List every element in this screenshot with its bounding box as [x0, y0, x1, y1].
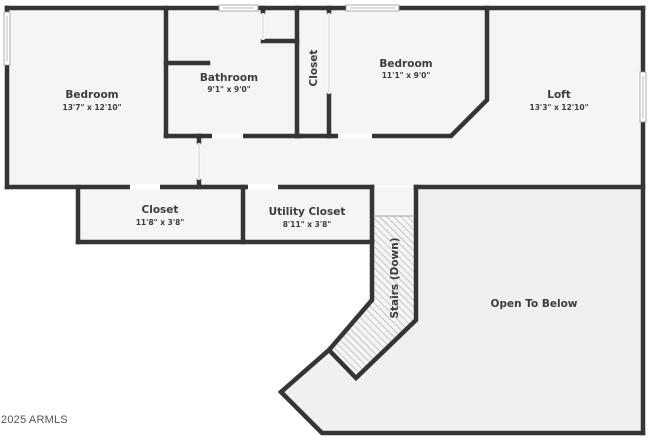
loft-label: Loft	[547, 89, 571, 101]
utility-closet-label: Utility Closet	[269, 206, 346, 218]
upper-floor-area	[7, 8, 643, 186]
bathroom-dimensions: 9'1" x 9'0"	[207, 85, 250, 94]
room-labels: Bedroom 13'7" x 12'10" Bathroom 9'1" x 9…	[63, 50, 589, 319]
copyright-watermark: 2025 ARMLS	[1, 414, 68, 426]
utility-closet-dimensions: 8'11" x 3'8"	[283, 220, 332, 229]
windows	[3, 4, 647, 123]
floor-fills	[7, 8, 643, 433]
wall-stairs-inner	[325, 184, 419, 382]
window-bathroom-top	[218, 4, 259, 12]
closet-label: Closet	[142, 204, 179, 216]
open-to-below-floor	[281, 188, 643, 433]
window-bedroom1-left	[3, 11, 11, 66]
bedroom1-label: Bedroom	[65, 89, 118, 101]
door-openings	[130, 13, 372, 190]
closet-dimensions: 11'8" x 3'8"	[136, 218, 185, 227]
wall-stairs-outer	[277, 239, 646, 436]
open-to-below-label: Open To Below	[491, 298, 578, 310]
bedroom2-dimensions: 11'1" x 9'0"	[382, 71, 431, 80]
bathroom-label: Bathroom	[200, 72, 258, 84]
stairs-hatch	[329, 216, 414, 378]
hall-nook-floor	[372, 187, 416, 217]
closet-vertical-label: Closet	[308, 50, 320, 87]
closet-strip-floor	[78, 187, 372, 241]
wall-bedroom2-angled	[369, 5, 490, 139]
window-bedroom2-top	[345, 4, 400, 12]
window-loft-right	[639, 71, 647, 123]
bedroom1-dimensions: 13'7" x 12'10"	[63, 103, 122, 112]
stairs-label: Stairs (Down)	[389, 237, 401, 318]
loft-dimensions: 13'3" x 12'10"	[530, 103, 589, 112]
bedroom2-label: Bedroom	[379, 58, 432, 70]
